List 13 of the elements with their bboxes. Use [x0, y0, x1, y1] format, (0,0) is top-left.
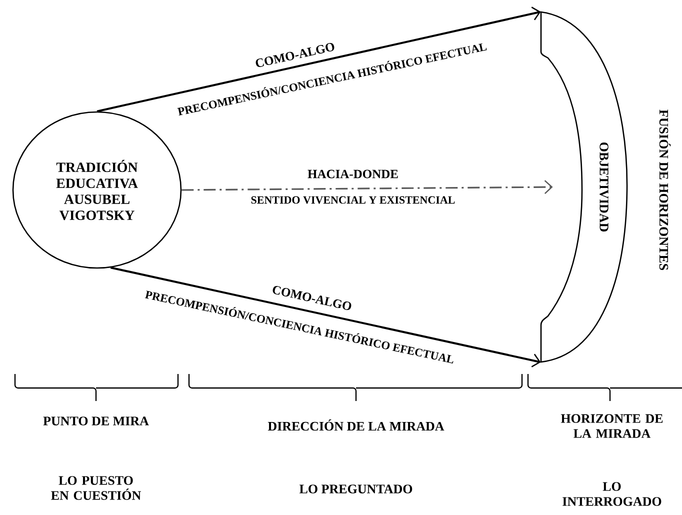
side-label: FUSIÓN DE HORIZONTES: [659, 110, 671, 270]
section-label: LO INTERROGADO: [562, 482, 662, 506]
section-label: HORIZONTE DE LA MIRADA: [560, 414, 663, 438]
line-note: SENTIDO VIVENCIAL Y EXISTENCIAL: [251, 196, 455, 204]
curved-band: OBJETIVIDAD: [540, 11, 628, 363]
section-label: LO PUESTO EN CUESTIÓN: [51, 476, 141, 500]
arrow: [96, 6, 541, 112]
section-label: LO PREGUNTADO: [299, 484, 412, 494]
section-label: PUNTO DE MIRA: [43, 416, 149, 426]
edge-label: HACIA-DONDE: [308, 170, 398, 178]
arrow: [182, 180, 553, 194]
arrow: [110, 266, 541, 368]
section-label: DIRECCIÓN DE LA MIRADA: [268, 419, 444, 431]
